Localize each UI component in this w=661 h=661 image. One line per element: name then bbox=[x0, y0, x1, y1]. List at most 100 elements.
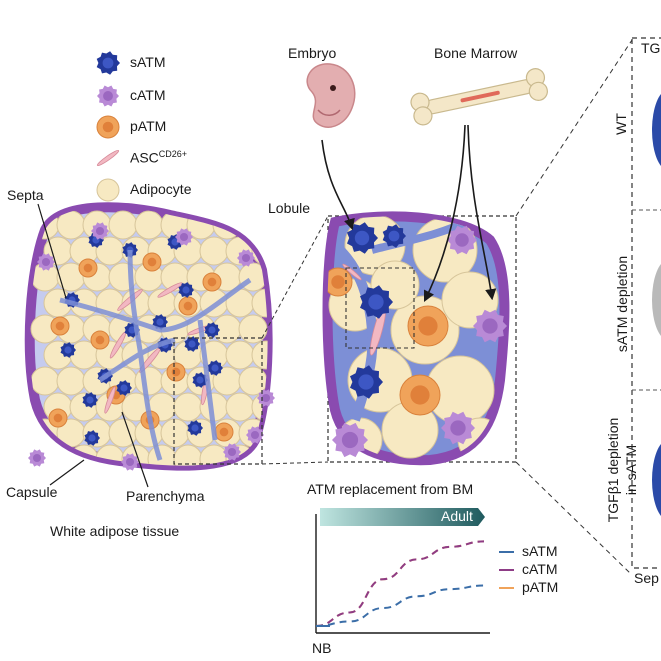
row-label-tgfb1-depletion: TGFβ1 depletion in sATM bbox=[604, 405, 640, 535]
catm-nucleus bbox=[242, 254, 250, 262]
label-embryo: Embryo bbox=[288, 45, 336, 61]
satm-nucleus bbox=[368, 294, 383, 309]
row-label-wt: WT bbox=[613, 104, 629, 144]
chart-title: ATM replacement from BM bbox=[307, 481, 473, 497]
satm-cell bbox=[97, 51, 120, 75]
legend-label-0: sATM bbox=[130, 54, 166, 70]
adipocyte-cell bbox=[57, 367, 85, 395]
catm-nucleus bbox=[180, 233, 188, 241]
patm-nucleus bbox=[56, 322, 65, 331]
satm-nucleus bbox=[64, 346, 71, 353]
legend-icons bbox=[96, 51, 120, 201]
label-parenchyma: Parenchyma bbox=[126, 488, 205, 504]
catm-nucleus bbox=[103, 91, 113, 101]
satm-nucleus bbox=[191, 424, 198, 431]
adipocyte-cell bbox=[200, 237, 228, 265]
adipocyte-cell bbox=[174, 393, 202, 421]
replacement-chart bbox=[316, 508, 514, 633]
catm-nucleus bbox=[455, 233, 469, 247]
label-lobule: Lobule bbox=[268, 200, 310, 216]
catm-nucleus bbox=[342, 432, 358, 448]
legend-label-4: Adipocyte bbox=[130, 181, 191, 197]
satm-nucleus bbox=[188, 340, 195, 347]
chart-x-tick-nb: NB bbox=[312, 640, 331, 656]
legend-superscript: CD26+ bbox=[159, 149, 187, 159]
adipocyte-cell bbox=[252, 341, 280, 369]
satm-nucleus bbox=[211, 364, 218, 371]
satm-nucleus bbox=[86, 396, 93, 403]
patm-nucleus bbox=[220, 428, 229, 437]
adipocyte-cell bbox=[226, 393, 254, 421]
patm-nucleus bbox=[54, 414, 63, 423]
patm-nucleus bbox=[418, 316, 437, 335]
patm-nucleus bbox=[331, 275, 344, 288]
patm-cell bbox=[179, 297, 197, 315]
catm-cell bbox=[97, 86, 119, 107]
adipocyte-cell bbox=[226, 341, 254, 369]
asc-body bbox=[96, 149, 120, 167]
satm-nucleus bbox=[196, 376, 203, 383]
catm-nucleus bbox=[42, 258, 50, 266]
catm-nucleus bbox=[482, 318, 497, 333]
label-white-adipose-tissue: White adipose tissue bbox=[50, 523, 179, 539]
label-capsule: Capsule bbox=[6, 484, 57, 500]
satm-nucleus bbox=[208, 326, 215, 333]
chart-legend-label-satm: sATM bbox=[522, 543, 558, 559]
satm-nucleus bbox=[358, 374, 373, 389]
row-label-satm-depletion: sATM depletion bbox=[614, 244, 630, 364]
satm-nucleus bbox=[103, 58, 114, 69]
label-bone-marrow: Bone Marrow bbox=[434, 45, 517, 61]
chart-legend-label-catm: cATM bbox=[522, 561, 558, 577]
bone-marrow-image bbox=[409, 67, 549, 127]
catm-nucleus bbox=[33, 454, 41, 462]
adipocyte-cell bbox=[252, 445, 280, 473]
lobule-illustration bbox=[324, 215, 516, 462]
patm-nucleus bbox=[103, 122, 114, 133]
satm-nucleus bbox=[389, 231, 400, 242]
catm-nucleus bbox=[251, 431, 259, 439]
label-septa: Septa bbox=[7, 187, 44, 203]
satm-nucleus bbox=[182, 286, 189, 293]
patm-cell bbox=[167, 363, 185, 381]
patm-cell bbox=[97, 116, 119, 138]
series-line-satm bbox=[316, 586, 484, 627]
adipocyte-cell bbox=[31, 367, 59, 395]
satm-nucleus bbox=[156, 318, 163, 325]
patm-cell bbox=[79, 259, 97, 277]
satm-nucleus bbox=[88, 434, 95, 441]
patm-cell bbox=[143, 253, 161, 271]
catm-nucleus bbox=[262, 394, 270, 402]
patm-nucleus bbox=[184, 302, 193, 311]
adipocyte-cell bbox=[239, 315, 267, 343]
patm-nucleus bbox=[410, 385, 429, 404]
satm-nucleus bbox=[120, 384, 127, 391]
patm-cell bbox=[203, 273, 221, 291]
patm-nucleus bbox=[208, 278, 217, 287]
legend-label-1: cATM bbox=[130, 87, 166, 103]
catm-cell bbox=[28, 449, 46, 466]
catm-nucleus bbox=[450, 420, 465, 435]
patm-nucleus bbox=[148, 258, 157, 267]
patm-cell bbox=[400, 375, 440, 415]
adipocyte-cell bbox=[161, 419, 189, 447]
right-panel-header: TG bbox=[641, 40, 660, 56]
asc-cell bbox=[96, 149, 120, 167]
patm-nucleus bbox=[172, 368, 181, 377]
patm-nucleus bbox=[96, 336, 105, 345]
chart-legend-label-patm: pATM bbox=[522, 579, 558, 595]
adipocyte-cell bbox=[109, 211, 137, 239]
right-panel-footer: Sep bbox=[634, 570, 659, 586]
satm-nucleus bbox=[355, 231, 369, 245]
embryo-arrow bbox=[322, 140, 352, 228]
legend-label-2: pATM bbox=[130, 118, 166, 134]
legend-label-3: ASCCD26+ bbox=[130, 149, 187, 166]
chart-banner-label: Adult bbox=[441, 508, 473, 524]
adipocyte-cell bbox=[97, 179, 119, 201]
patm-nucleus bbox=[84, 264, 93, 273]
adipocyte-cell bbox=[135, 211, 163, 239]
patm-cell bbox=[215, 423, 233, 441]
catm-nucleus bbox=[228, 448, 236, 456]
patm-cell bbox=[49, 409, 67, 427]
series-line-catm bbox=[316, 541, 484, 626]
